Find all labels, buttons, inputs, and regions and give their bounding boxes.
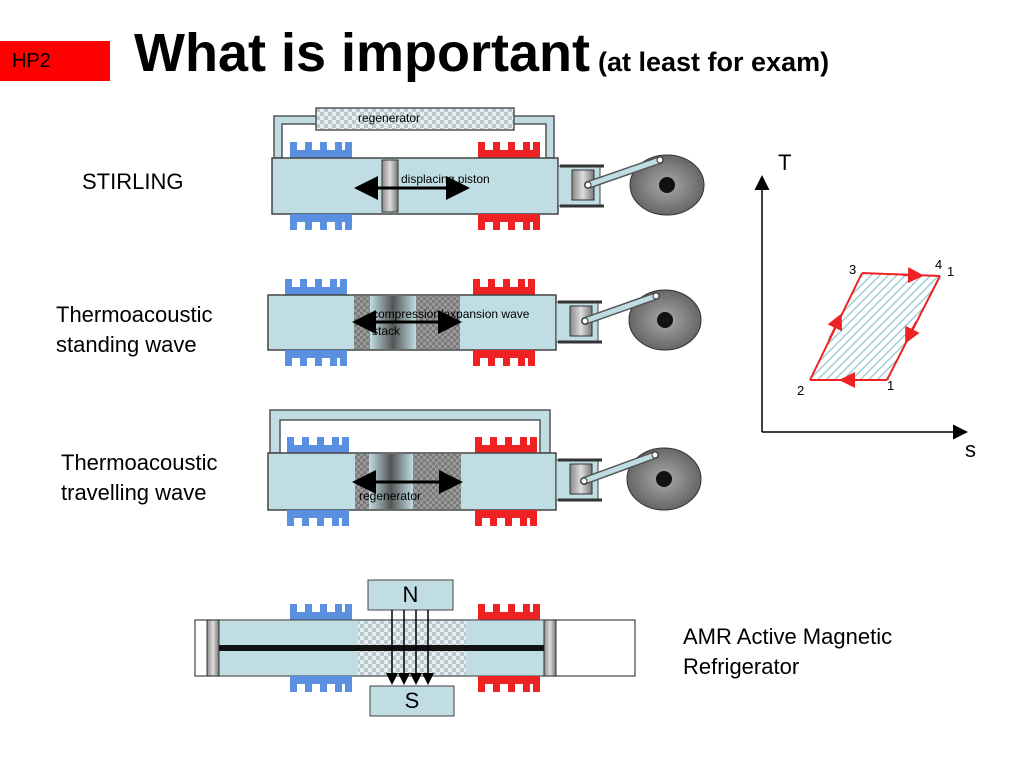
stirling-displacer <box>381 159 399 213</box>
amr-left-piston <box>206 619 220 677</box>
amr-hot-fins-bottom <box>478 676 540 692</box>
hp2-badge: HP2 <box>0 41 110 81</box>
amr-label-line1: AMR Active Magnetic <box>683 624 893 649</box>
displacing-piston-label: displacing piston <box>401 172 490 186</box>
stirling-engine <box>271 107 705 230</box>
standing-hot-fins-bottom <box>473 350 535 366</box>
magnet-north-label: N <box>402 582 419 607</box>
magnet-north <box>367 579 454 611</box>
travelling-hot-fins-bottom <box>475 510 537 526</box>
ts-diagram <box>754 175 968 440</box>
slide-title: What is important (at least for exam) <box>134 22 829 84</box>
standing-cold-fins-top <box>285 279 347 295</box>
travelling-wave-engine <box>267 409 702 526</box>
stack-label: stack <box>372 324 401 338</box>
ts-point-4: 4 <box>935 257 943 272</box>
regenerator-label-travelling: regenerator <box>359 489 422 503</box>
travelling-cold-fins-bottom <box>287 510 349 526</box>
standing-wave-label: Thermoacoustic standing wave <box>56 300 213 360</box>
travelling-wave-label-line1: Thermoacoustic <box>61 450 218 475</box>
amr-hot-fins-top <box>478 604 540 620</box>
standing-cold-fins-bottom <box>285 350 347 366</box>
ts-cycle-area <box>810 273 940 380</box>
amr-cold-fins-bottom <box>290 676 352 692</box>
stirling-regenerator <box>315 107 515 131</box>
magnet-south <box>369 685 455 717</box>
ts-point-1-bottom: 1 <box>887 378 895 393</box>
ts-x-axis-label: s <box>965 437 976 462</box>
stirling-cylinder <box>271 157 559 215</box>
magnetic-field-lines <box>386 610 434 685</box>
ts-y-axis-label: T <box>778 150 792 175</box>
amr-label-line2: Refrigerator <box>683 654 800 679</box>
travelling-wave-label: Thermoacoustic travelling wave <box>61 448 218 508</box>
travelling-cold-fins-top <box>287 437 349 453</box>
ts-point-1-top: 1 <box>947 264 955 279</box>
standing-hot-fins-top <box>473 279 535 295</box>
title-main: What is important <box>134 23 590 83</box>
stirling-cold-fins-bottom <box>290 214 352 230</box>
stirling-label: STIRLING <box>82 169 184 194</box>
stirling-hot-fins-top <box>478 142 540 158</box>
compression-wave-label: compression/expansion wave <box>372 307 530 321</box>
amr-cold-fins-top <box>290 604 352 620</box>
travelling-hot-fins-top <box>475 437 537 453</box>
stirling-hot-fins-bottom <box>478 214 540 230</box>
travelling-wave-label-line2: travelling wave <box>61 480 207 505</box>
amr-right-piston <box>543 619 557 677</box>
standing-wave-label-line1: Thermoacoustic <box>56 302 213 327</box>
standing-wave-engine <box>267 279 702 366</box>
title-sub: (at least for exam) <box>598 47 830 77</box>
amr-label: AMR Active Magnetic Refrigerator <box>683 622 892 682</box>
regenerator-label-top: regenerator <box>358 111 421 125</box>
ts-point-2: 2 <box>797 383 805 398</box>
amr-device <box>194 579 636 717</box>
standing-wave-label-line2: standing wave <box>56 332 197 357</box>
stirling-cold-fins-top <box>290 142 352 158</box>
magnet-south-label: S <box>404 688 420 713</box>
ts-cycle-arrows <box>827 267 924 388</box>
ts-point-3: 3 <box>849 262 857 277</box>
